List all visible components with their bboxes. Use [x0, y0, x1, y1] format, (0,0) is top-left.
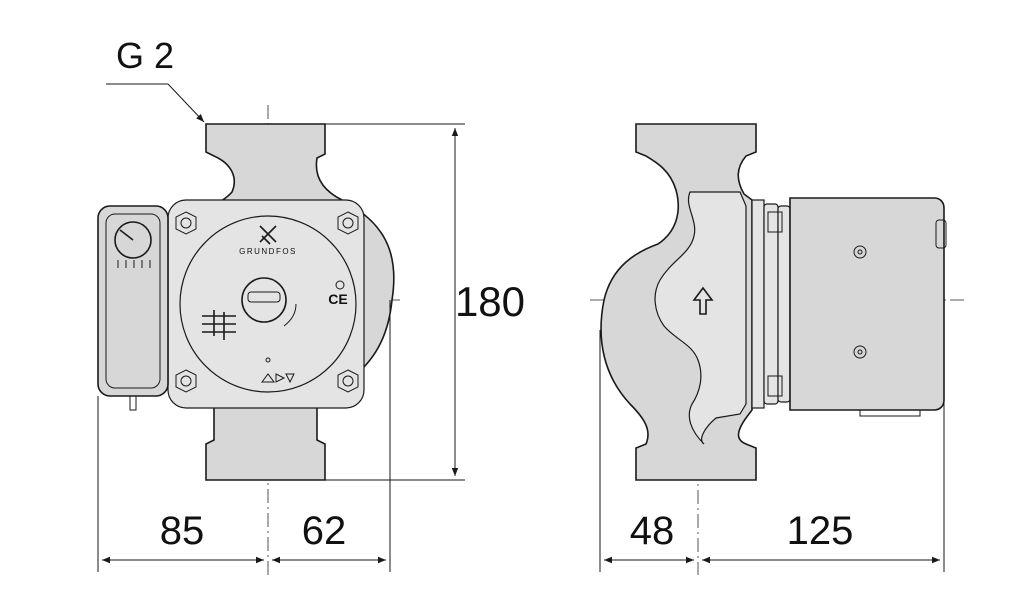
- speed-selector-marks: [117, 260, 151, 268]
- side-left-dimension-label: 48: [630, 509, 675, 553]
- front-vent-plug: [241, 277, 287, 323]
- thread-callout: G 2: [106, 35, 205, 123]
- front-terminal-box-inner: [105, 213, 161, 389]
- front-left-dimension-label: 85: [160, 509, 205, 553]
- side-motor-can: [789, 197, 945, 411]
- side-bolt-bottom: [767, 375, 783, 397]
- flow-direction-arrow-icon: [692, 286, 714, 315]
- side-flange-ring-2: [763, 203, 779, 405]
- side-flange-ring-1: [751, 199, 765, 409]
- side-view: [600, 123, 947, 481]
- side-pump-cavity: [654, 191, 747, 445]
- side-motor-foot: [859, 409, 921, 417]
- front-plug-slot: [247, 291, 281, 303]
- front-corner-screws: [175, 211, 359, 393]
- speed-selector-pointer: [119, 229, 134, 241]
- front-right-dimension-label: 62: [302, 509, 347, 553]
- brand-text: GRUNDFOS: [239, 247, 297, 256]
- front-terminal-box: [97, 205, 169, 397]
- side-screw-bottom: [853, 345, 867, 359]
- dimension-height: 180: [325, 123, 525, 481]
- side-right-dimension-label: 125: [787, 509, 854, 553]
- ce-mark: CE: [328, 291, 347, 307]
- dimension-side-width: 48 125: [599, 330, 945, 572]
- side-screw-top: [853, 245, 867, 259]
- cable-gland: [129, 396, 137, 411]
- grundfos-logo-icon: [259, 225, 277, 245]
- front-view: GRUNDFOS CE: [97, 123, 395, 481]
- front-motor-face: [179, 215, 357, 393]
- side-bolt-top: [767, 211, 783, 233]
- side-motor-end-cap: [935, 219, 947, 249]
- height-dimension-label: 180: [455, 278, 525, 325]
- thread-label: G 2: [116, 35, 174, 76]
- speed-setting-icon: [202, 303, 297, 340]
- front-bottom-symbols: [261, 357, 295, 384]
- side-flange-ring-3: [777, 205, 791, 403]
- speed-selector-dial: [114, 221, 152, 259]
- dimension-front-width: 85 62: [97, 300, 391, 572]
